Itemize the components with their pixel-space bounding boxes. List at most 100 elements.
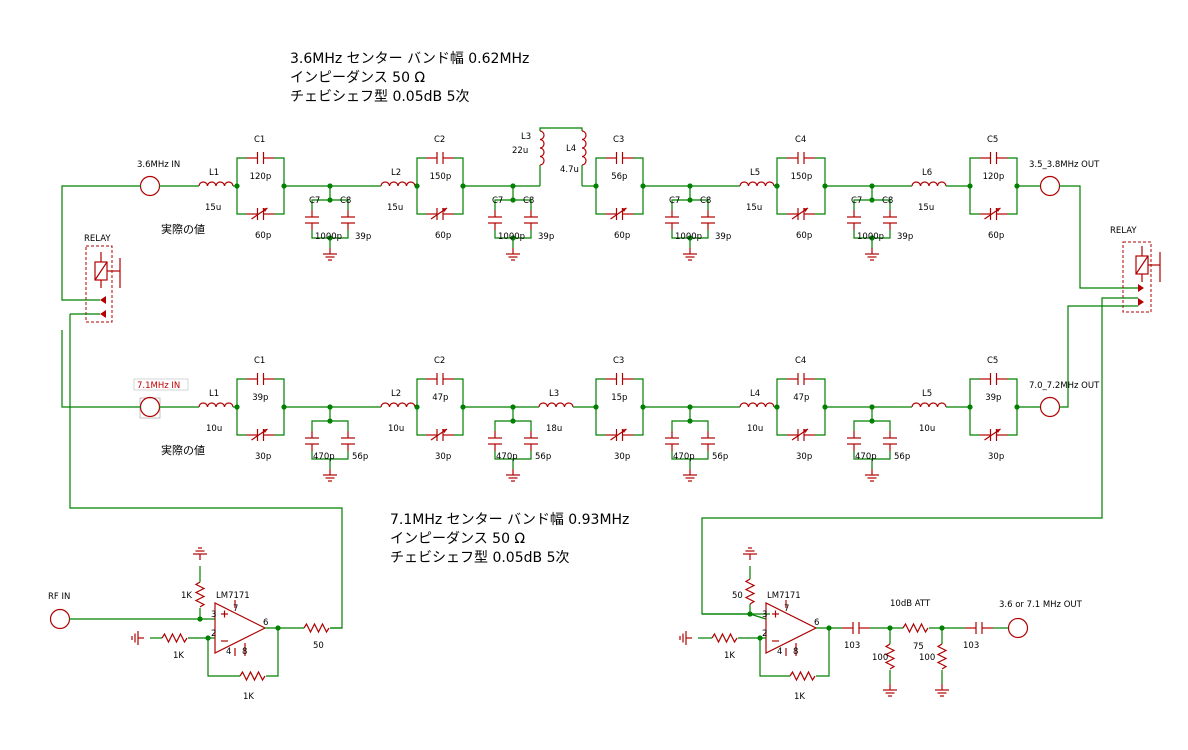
input-pin8: 8 — [242, 647, 247, 657]
att-ground-2 — [934, 683, 950, 697]
top-cap-value: 150p — [791, 172, 813, 182]
output-pin8: 8 — [793, 647, 798, 657]
top-l3-name: L3 — [521, 132, 531, 142]
bot-ground-2 — [505, 468, 521, 482]
top-trim-wire — [815, 186, 826, 215]
bottom-cap-value: 39p — [985, 393, 1001, 403]
top-l6-value: 15u — [918, 203, 934, 213]
top-out-label: 3.5_3.8MHz OUT — [1029, 160, 1100, 170]
input-pin2: 2 — [211, 629, 216, 639]
top-cap-value: 120p — [250, 172, 272, 182]
bottom-filter: 7.1MHz IN 7.0_7.2MHz OUT 実際の値 L110uL210u… — [133, 356, 1100, 462]
att-r1-value: 100 — [872, 653, 888, 663]
junction-dot — [327, 235, 333, 241]
junction-dot — [205, 635, 211, 641]
output-opamp-label: LM7171 — [767, 591, 801, 601]
bottom-cap-value: 39p — [252, 393, 268, 403]
right-relay-feed-wire — [701, 297, 1138, 615]
bottom-inductor-value: 10u — [388, 424, 404, 434]
top-series-capacitor-4 — [786, 151, 816, 165]
wire — [816, 628, 830, 677]
bot-cap-wire — [815, 378, 826, 407]
bot-trimmer-capacitor-5 — [978, 428, 1009, 442]
top-filter-spec: 3.6MHz センター バンド幅 0.62MHz インピーダンス 50 Ω チェ… — [290, 51, 529, 105]
top-l2-value: 15u — [387, 203, 403, 213]
bottom-inductor-l2 — [380, 402, 416, 408]
output-bias-resistor — [745, 578, 755, 605]
bot-shunt-wire — [690, 420, 709, 431]
top-trimmer-capacitor-5 — [978, 207, 1009, 221]
top-cap-name: C3 — [613, 135, 624, 145]
bottom-cap-value: 47p — [432, 393, 448, 403]
output-pin3: 3 — [762, 610, 767, 620]
top-ground-3 — [682, 247, 698, 261]
input-amplifier: RF IN LM7171 1K 1K 1K 50 3 2 6 7 4 8 — [48, 591, 324, 702]
input-bias-ground — [192, 547, 208, 561]
bot-series-capacitor-2 — [425, 372, 455, 386]
bot-trim-wire — [454, 407, 464, 436]
output-in-ground — [679, 630, 693, 646]
top-out-port — [1039, 175, 1061, 197]
input-opamp-symbol — [214, 602, 267, 654]
att-r3-value: 100 — [919, 653, 935, 663]
input-in-ground — [131, 630, 145, 646]
top-shunt-value-b: 39p — [538, 232, 554, 242]
bottom-inductor-name: L1 — [209, 389, 219, 399]
input-out-resistor — [303, 623, 330, 633]
junction-dot — [939, 625, 945, 631]
bot-shunt-cap-a-1 — [304, 430, 320, 452]
top-inductor-l4 — [581, 130, 587, 166]
bottom-cap-name: C2 — [434, 356, 445, 366]
top-shunt-wire — [690, 199, 709, 210]
input-rin-value: 1K — [173, 651, 184, 661]
top-trimmer-capacitor-2 — [425, 207, 455, 221]
bot-trimmer-capacitor-4 — [786, 428, 816, 442]
output-rfb-value: 1K — [794, 692, 805, 702]
bottom-out-port — [1039, 396, 1061, 418]
output-cap1-value: 103 — [844, 641, 860, 651]
output-coupling-cap-2 — [964, 621, 994, 635]
top-shunt-cap-a-3 — [664, 209, 680, 231]
bottom-spec-line1: 7.1MHz センター バンド幅 0.93MHz — [390, 512, 629, 528]
bottom-inductor-name: L4 — [750, 389, 760, 399]
junction-dot — [687, 235, 693, 241]
bot-trim-wire — [236, 407, 247, 436]
bot-cap-wire — [776, 378, 787, 407]
wire — [759, 638, 790, 677]
right-relay-outline — [1122, 241, 1152, 313]
bottom-shunt-value-b: 56p — [352, 452, 368, 462]
top-trim-wire — [633, 186, 644, 215]
bot-shunt-wire — [872, 420, 891, 431]
bot-shunt-cap-a-4 — [846, 430, 862, 452]
bot-ground-3 — [682, 468, 698, 482]
top-trim-wire — [454, 186, 464, 215]
top-trim-wire — [969, 186, 980, 215]
rf-in-port — [49, 608, 71, 630]
left-relay-label: RELAY — [84, 234, 111, 244]
output-amplifier: LM7171 50 1K 1K 3 2 6 7 4 8 103 10dB ATT… — [724, 591, 1083, 702]
bottom-note: 実際の値 — [161, 443, 205, 457]
input-rfb-value: 1K — [243, 692, 254, 702]
wire — [207, 638, 240, 677]
bottom-cap-value: 15p — [611, 393, 627, 403]
input-pin7: 7 — [233, 604, 238, 614]
top-shunt-value-b: 39p — [715, 232, 731, 242]
bottom-shunt-value-b: 56p — [894, 452, 910, 462]
top-l5-value: 15u — [746, 203, 762, 213]
top-in-label: 3.6MHz IN — [137, 160, 180, 170]
left-relay-feed-wire — [69, 314, 343, 629]
top-l4-name: L4 — [566, 144, 576, 154]
bot-shunt-cap-a-2 — [487, 430, 503, 452]
top-inductor-l3 — [539, 130, 545, 166]
top-spec-line1: 3.6MHz センター バンド幅 0.62MHz — [290, 51, 529, 67]
bottom-out-label: 7.0_7.2MHz OUT — [1029, 381, 1100, 391]
left-relay-contact-arrow — [100, 296, 106, 304]
top-spec-line2: インピーダンス 50 Ω — [290, 70, 425, 86]
top-cap-name: C5 — [987, 135, 998, 145]
bottom-trim-value: 30p — [255, 452, 271, 462]
top-shunt-cap-b-1 — [340, 209, 356, 231]
top-cap-wire — [595, 157, 606, 186]
bot-trimmer-capacitor-2 — [425, 428, 455, 442]
bottom-cap-name: C5 — [987, 356, 998, 366]
bot-series-capacitor-1 — [245, 372, 276, 386]
